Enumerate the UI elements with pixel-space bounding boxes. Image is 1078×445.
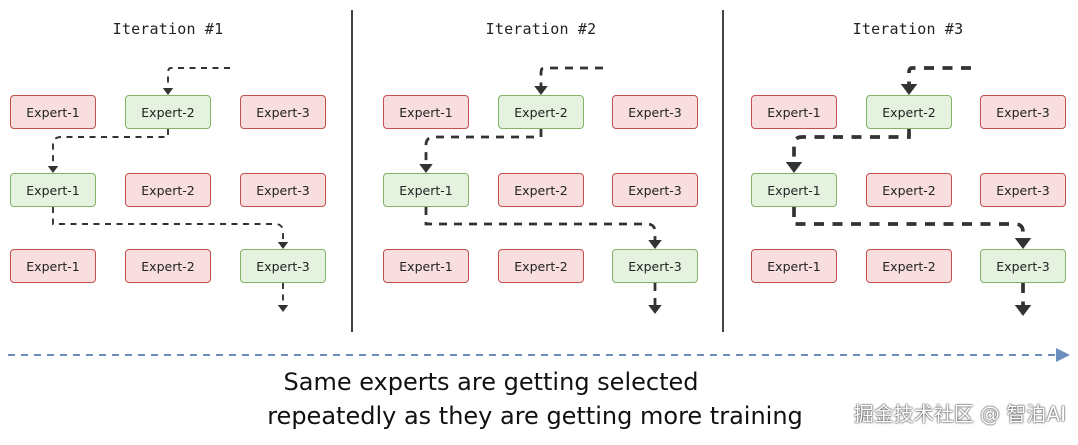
iteration-1-title: Iteration #1 [112,20,224,38]
arrowhead [277,242,289,249]
expert-box-3: Expert-3 [612,173,698,207]
routing-path-iteration-2 [419,66,662,314]
expert-box-1: Expert-1 [383,95,469,129]
expert-box-1: Expert-1 [383,173,469,207]
arrowhead [900,84,918,95]
expert-box-1: Expert-1 [751,249,837,283]
expert-box-2: Expert-2 [866,173,952,207]
iteration-2-title: Iteration #2 [485,20,597,38]
arrowhead [648,305,662,314]
routing-path-iteration-1 [47,67,289,312]
expert-box-3: Expert-3 [240,249,326,283]
iteration-3-title: Iteration #3 [852,20,964,38]
iteration-divider [351,10,353,332]
arrowhead [162,88,174,95]
expert-box-3: Expert-3 [980,249,1066,283]
expert-box-2: Expert-2 [125,95,211,129]
routing-segment [52,207,284,242]
routing-segment [792,207,1025,238]
expert-box-3: Expert-3 [240,173,326,207]
expert-box-2: Expert-2 [125,249,211,283]
expert-box-3: Expert-3 [240,95,326,129]
routing-segment [424,207,657,240]
arrowhead [419,164,433,173]
expert-box-3: Expert-3 [612,249,698,283]
expert-box-2: Expert-2 [498,95,584,129]
expert-box-2: Expert-2 [866,249,952,283]
expert-box-1: Expert-1 [10,249,96,283]
arrowhead [277,305,289,312]
expert-box-3: Expert-3 [612,95,698,129]
routing-segment [907,66,971,84]
expert-box-3: Expert-3 [980,95,1066,129]
expert-box-2: Expert-2 [125,173,211,207]
caption-line-1: Same experts are getting selected [283,368,699,396]
arrowhead [1014,305,1032,316]
routing-path-iteration-3 [785,66,1032,316]
watermark: 掘金技术社区 @ 智泊AI [853,402,1066,426]
expert-box-3: Expert-3 [980,173,1066,207]
iteration-divider [722,10,724,332]
arrowhead [47,166,59,173]
caption-line-2: repeatedly as they are getting more trai… [267,402,803,430]
arrowhead [785,162,803,173]
routing-segment [167,67,230,88]
arrowhead [534,86,548,95]
expert-box-1: Expert-1 [10,95,96,129]
expert-box-2: Expert-2 [498,249,584,283]
expert-box-2: Expert-2 [866,95,952,129]
routing-segment [424,129,543,164]
arrowhead [1014,238,1032,249]
arrowhead [648,240,662,249]
expert-box-1: Expert-1 [751,173,837,207]
expert-box-1: Expert-1 [383,249,469,283]
routing-segment [792,129,911,162]
expert-box-2: Expert-2 [498,173,584,207]
routing-segment [539,66,603,86]
expert-box-1: Expert-1 [10,173,96,207]
expert-box-1: Expert-1 [751,95,837,129]
timeline-arrow [8,348,1070,362]
routing-segment [52,129,169,166]
